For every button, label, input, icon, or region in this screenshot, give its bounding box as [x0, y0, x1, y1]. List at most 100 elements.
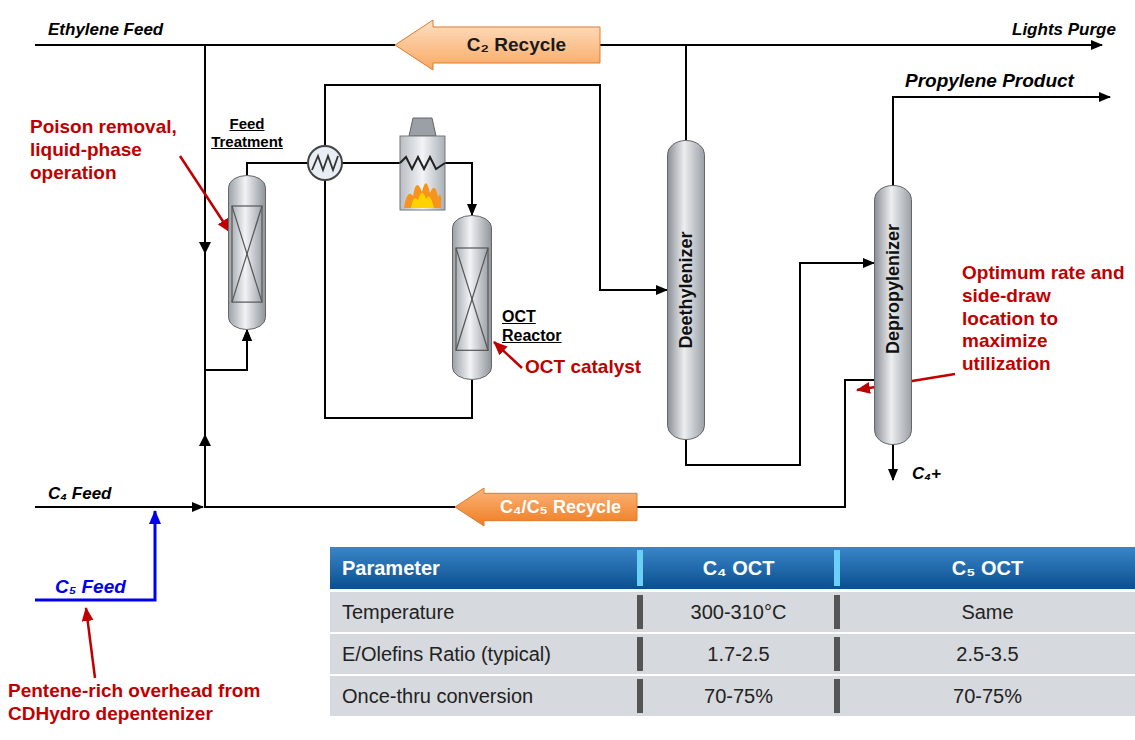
process-lines: [686, 44, 1102, 46]
vessel-label: OCT Reactor: [502, 307, 584, 345]
process-line: [205, 330, 455, 507]
table-cell: 70-75%: [704, 684, 773, 708]
process-lines: [893, 97, 1110, 185]
label-box: 2.5-3.5: [840, 634, 1135, 674]
process-lines: [199, 434, 211, 446]
label-box: 1.7-2.5: [643, 634, 834, 674]
label-box: Feed Treatment: [207, 115, 287, 151]
table-grid: [834, 550, 840, 586]
table-grid: [637, 550, 643, 586]
catalyst-bed: [456, 248, 488, 350]
callout-note: OCT catalyst: [525, 356, 641, 379]
arrow-label: C₂ Recycle: [467, 34, 566, 56]
arrow-label: C₄/C₅ Recycle: [500, 497, 621, 518]
table-cell: 300-310°C: [691, 600, 787, 624]
fired-heater: [404, 183, 441, 208]
table-cell: 2.5-3.5: [956, 642, 1018, 666]
fired-heater: [409, 118, 436, 136]
label-box: Once-thru conversion: [330, 676, 637, 716]
label-box: OCT Reactor: [502, 307, 584, 345]
label-box: C₂ Recycle: [395, 20, 600, 70]
label-box: Poison removal, liquid-phase operation: [30, 116, 202, 184]
treater-vessel: Feed Treatment: [228, 175, 266, 330]
process-lines: [892, 445, 894, 480]
fired-heater: [411, 193, 434, 208]
table-cell: Temperature: [342, 600, 454, 624]
column-label: Deethylenizer: [676, 231, 697, 348]
distillation-column: Depropylenizer: [874, 185, 912, 445]
label-box: 70-75%: [643, 676, 834, 716]
catalyst-bed: [456, 248, 488, 350]
process-lines: [35, 45, 1110, 507]
heat-exchanger: [308, 146, 342, 180]
fired-heater: [400, 118, 445, 210]
callout-arrow: [494, 342, 522, 368]
label-box: Ethylene Feed: [48, 20, 163, 40]
process-line: [325, 85, 667, 418]
label-box: Parameter: [330, 547, 637, 589]
stream-label: Lights Purge: [1012, 20, 1116, 40]
label-box: OCT catalyst: [525, 356, 641, 379]
label-box: C₄/C₅ Recycle: [455, 488, 637, 526]
callout-note: Optimum rate and side-draw location to m…: [962, 262, 1127, 376]
table-grid: [834, 679, 840, 713]
vessel-shell: [453, 216, 492, 380]
table-grid: [637, 679, 643, 713]
fired-heater: [400, 136, 445, 210]
arrow-body: [455, 488, 637, 526]
table-header-cell: C₄ OCT: [703, 556, 775, 580]
distillation-column: Deethylenizer: [667, 140, 705, 440]
process-lines: [35, 506, 203, 508]
label-box: C₅ OCT: [840, 547, 1135, 589]
label-box: Pentene-rich overhead from CDHydro depen…: [8, 680, 320, 726]
process-line: [600, 45, 686, 140]
recycle-arrow: C₄/C₅ Recycle: [455, 488, 637, 526]
table-grid: [637, 637, 643, 671]
process-lines: [199, 242, 211, 254]
treater-vessel-shape: [228, 175, 266, 330]
c5-feed-line: [35, 511, 155, 600]
heat-exchanger: [312, 156, 338, 170]
label-box: C₅ Feed: [55, 576, 126, 599]
catalyst-bed: [232, 206, 262, 302]
stream-label: C₄+: [912, 464, 941, 484]
arrow-body: [395, 20, 600, 70]
label-box: 300-310°C: [643, 592, 834, 632]
stream-label: Ethylene Feed: [48, 20, 163, 40]
label-box: Propylene Product: [905, 70, 1074, 93]
label-box: 70-75%: [840, 676, 1135, 716]
recycle-arrow: C₂ Recycle: [395, 20, 600, 70]
fired-heater: [400, 157, 445, 169]
label-box: E/Olefins Ratio (typical): [330, 634, 637, 674]
table-header-cell: C₅ OCT: [952, 556, 1023, 580]
stream-label: C₄ Feed: [48, 484, 111, 504]
catalyst-bed: [456, 248, 488, 350]
label-box: C₄+: [912, 464, 941, 484]
stream-label: C₅ Feed: [55, 576, 126, 599]
callout-note: Pentene-rich overhead from CDHydro depen…: [8, 680, 320, 726]
heat-exchanger: [308, 146, 342, 180]
callout-arrow: [180, 156, 230, 232]
column-shell: [668, 141, 705, 440]
table-grid: [330, 634, 1135, 674]
catalyst-bed: [232, 206, 262, 302]
label-box: Lights Purge: [1012, 20, 1116, 40]
vessel-shell: [229, 176, 266, 330]
label-box: C₄ OCT: [643, 547, 834, 589]
reactor-vessel-shape: [452, 215, 492, 380]
column-label: Depropylenizer: [883, 224, 904, 354]
table-header-cell: Parameter: [342, 556, 440, 580]
label-box: Optimum rate and side-draw location to m…: [962, 262, 1127, 376]
table-grid: [330, 547, 1135, 716]
table-grid: [637, 595, 643, 629]
callout-arrow: [86, 608, 95, 678]
table-grid: [330, 592, 1135, 632]
table-grid: [834, 637, 840, 671]
catalyst-bed: [232, 206, 262, 302]
label-box: Temperature: [330, 592, 637, 632]
callout-note: Poison removal, liquid-phase operation: [30, 116, 202, 184]
table-grid: [834, 595, 840, 629]
process-line: [205, 45, 395, 370]
vessel-label: Feed Treatment: [207, 115, 287, 151]
